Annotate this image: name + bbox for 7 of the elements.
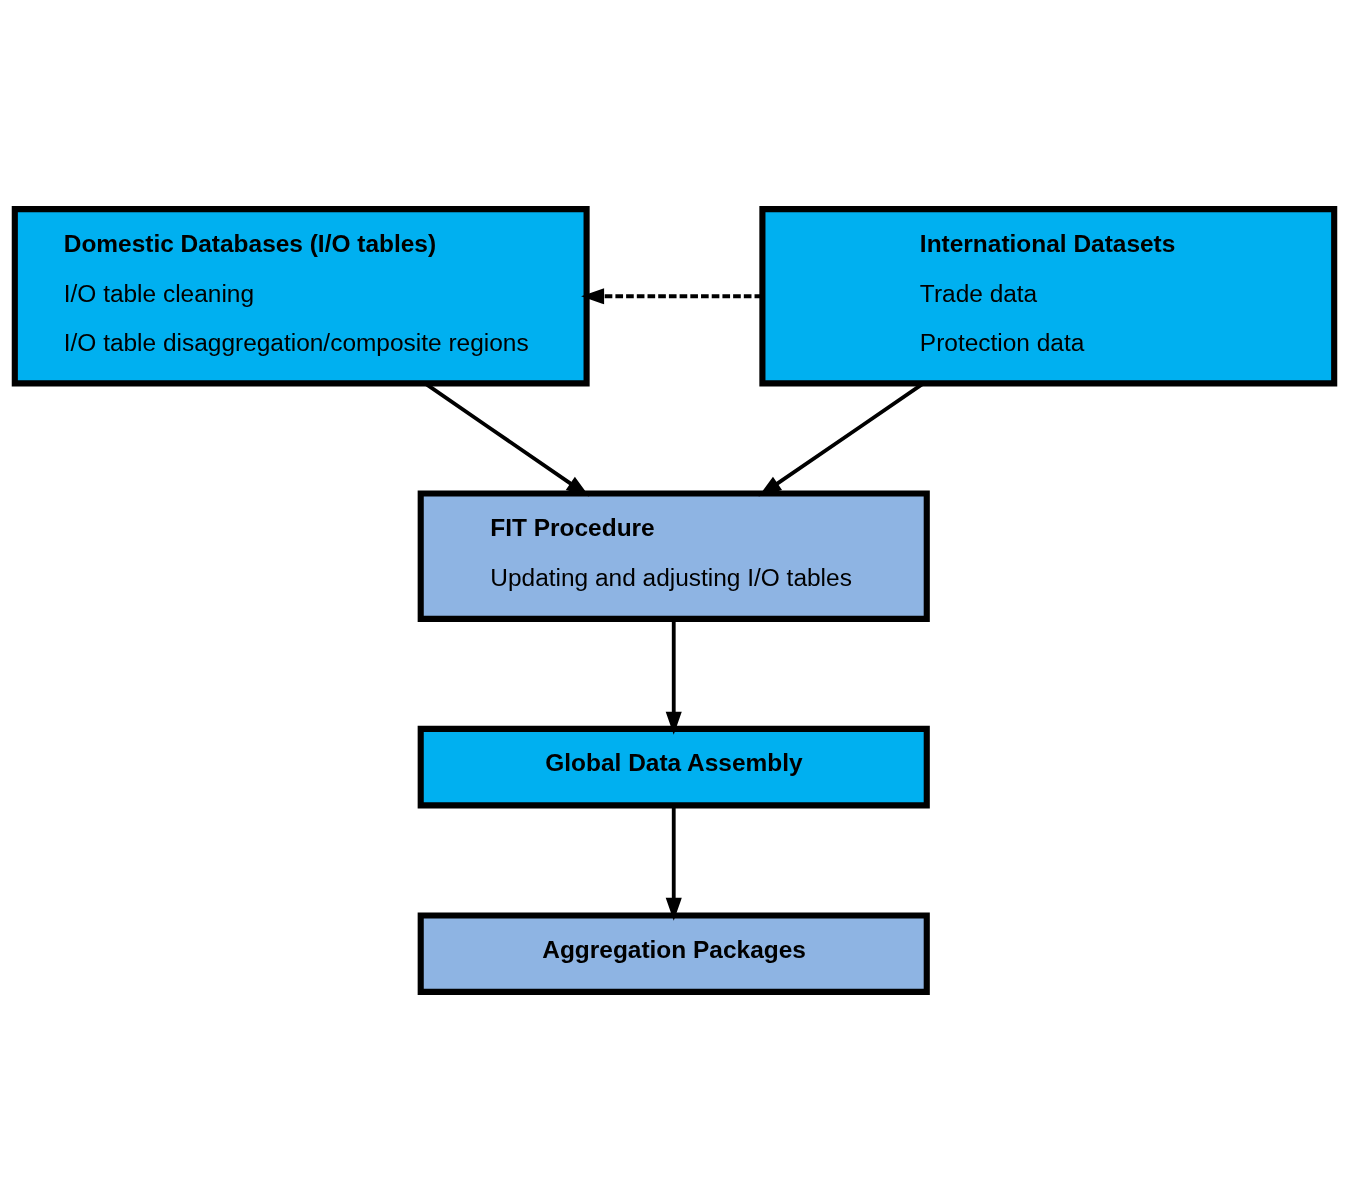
node-box: Global Data Assembly (417, 725, 930, 809)
node-box: FIT Procedure Updating and adjusting I/O tables (417, 490, 930, 622)
node-box: International Datasets Trade data Protection data (759, 206, 1338, 387)
node-box: Domestic Databases (I/O tables) I/O table cleaning I/O table disaggregation/composite regions (11, 206, 590, 387)
node-box: Aggregation Packages (417, 912, 930, 995)
arrow (581, 288, 763, 305)
arrow (665, 805, 682, 921)
